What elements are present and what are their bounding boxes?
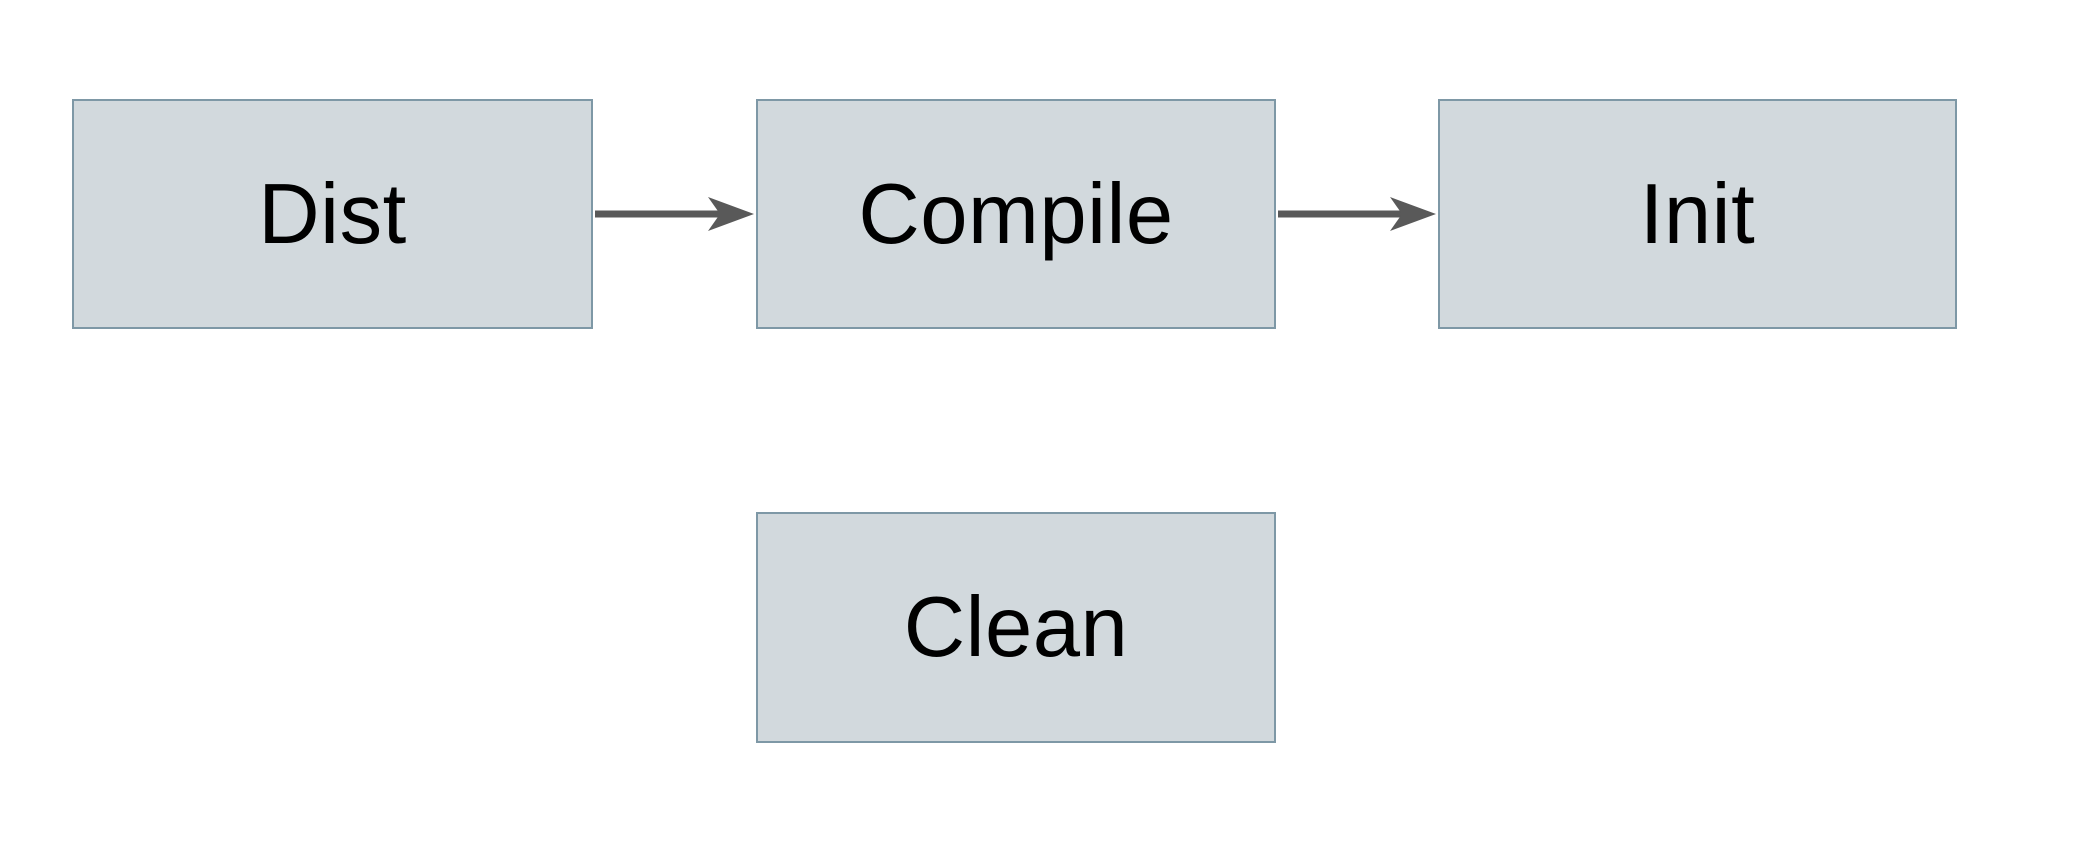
node-init[interactable]: Init — [1438, 99, 1957, 329]
node-init-label: Init — [1639, 166, 1756, 262]
arrow-head-icon — [1390, 197, 1436, 231]
node-dist-label: Dist — [258, 166, 407, 262]
node-clean[interactable]: Clean — [756, 512, 1276, 743]
arrow-compile-to-init[interactable] — [1278, 197, 1436, 231]
arrow-head-icon — [708, 197, 754, 231]
node-compile[interactable]: Compile — [756, 99, 1276, 329]
node-clean-label: Clean — [903, 580, 1129, 675]
arrow-dist-to-compile[interactable] — [595, 197, 754, 231]
node-compile-label: Compile — [858, 166, 1174, 262]
node-dist[interactable]: Dist — [72, 99, 593, 329]
